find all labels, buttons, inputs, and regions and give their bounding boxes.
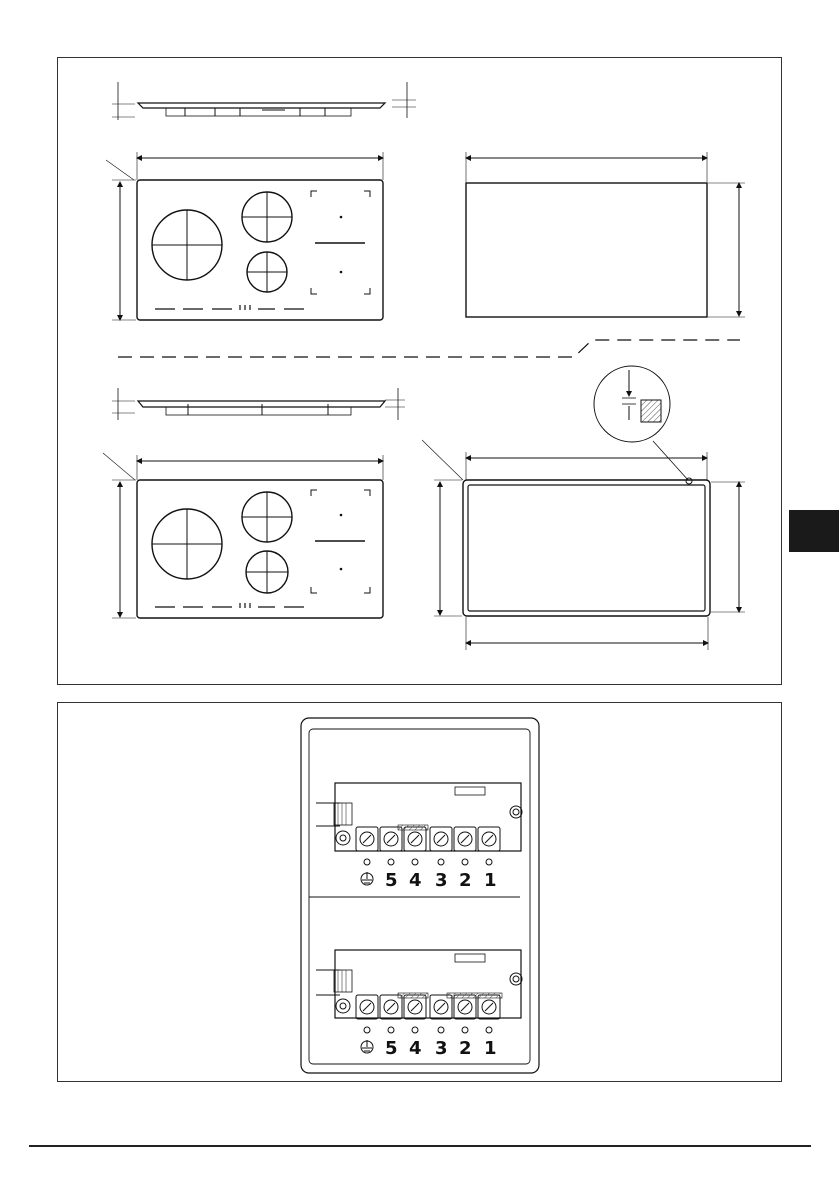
terminal-block-top [316, 783, 522, 865]
terminal-label-3: 3 [435, 1038, 448, 1059]
dimension-width-hob-top [106, 152, 383, 320]
terminal-screws-top [356, 827, 500, 851]
hob-top-view-2 [137, 480, 383, 618]
terminal-label-5: 5 [385, 870, 398, 891]
terminal-block-bottom [316, 950, 522, 1033]
side-profile-top [112, 82, 416, 120]
cutout-top-view-1 [466, 152, 745, 317]
hob-top-view-1 [137, 180, 383, 320]
side-profile-middle [112, 388, 405, 420]
terminal-label-2: 2 [459, 1038, 472, 1059]
earth-ground-icon [361, 872, 373, 885]
terminal-label-2: 2 [459, 870, 472, 891]
terminal-label-4: 4 [409, 1038, 422, 1059]
cutout-top-view-2 [422, 440, 745, 650]
terminal-label-3: 3 [435, 870, 448, 891]
dimension-width-hob-bottom [103, 453, 383, 618]
terminal-label-4: 4 [409, 870, 422, 891]
terminal-label-5: 5 [385, 1038, 398, 1059]
section-divider [118, 340, 740, 357]
terminal-label-1: 1 [484, 1038, 497, 1059]
earth-ground-icon [361, 1040, 373, 1053]
detail-magnifier [594, 366, 692, 484]
terminal-label-1: 1 [484, 870, 497, 891]
terminal-screws-bottom [356, 995, 500, 1019]
terminal-board-frame [301, 718, 539, 1073]
